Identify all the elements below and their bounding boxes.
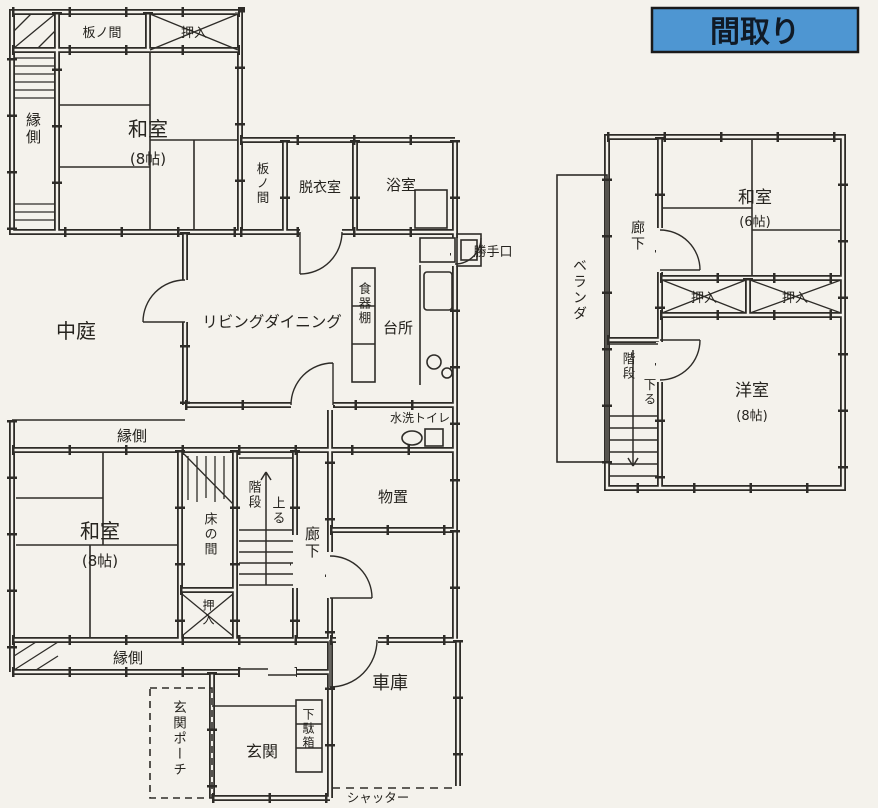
label-shutter: シャッター [347,790,410,805]
label-monooki: 物置 [378,488,408,506]
label-washitsu2: 和室 [80,519,120,543]
label-shako: 車庫 [372,673,408,694]
label-rouka-1f: 廊下 [303,526,321,560]
label-genkan: 玄関 [246,742,278,761]
label-kaidan-1f-dir: 上る [270,496,286,526]
label-engawa-mid: 縁側 [117,427,147,445]
label-rouka-2f: 廊下 [629,219,645,252]
label-living-dining: リビングダイニング [202,313,342,331]
label-kaidan-1f: 階段 [246,480,262,510]
label-tokonoma: 床の間 [202,512,218,557]
label-oshiire-top: 押入 [181,26,207,41]
back-door-step [456,233,482,267]
burner-icon [441,367,453,379]
balcony-outline [556,174,608,463]
label-oshiire-2f-right: 押入 [782,291,808,306]
label-itanoma-top: 板ノ間 [82,26,121,41]
label-genkan-porch: 玄関ポーチ [170,699,187,778]
fixtures [12,174,608,773]
cupboard [351,267,376,383]
stairs-1f [239,457,293,586]
label-nakaniwa: 中庭 [56,319,96,343]
label-veranda: ベランダ [571,258,587,322]
kitchen-sink [423,271,453,311]
label-kaidan-2f: 階段 [621,351,636,381]
label-shokkidana: 食器棚 [357,281,372,326]
label-toilet: 水洗トイレ [390,411,450,425]
title-box: 間取り [650,6,860,54]
label-oshiire-2f-left: 押入 [691,291,717,306]
dashed-lines [149,687,456,799]
burner-icon [426,354,442,370]
stairs-2f [609,343,658,477]
closet-symbols [13,13,842,671]
title-background [650,6,860,54]
label-washitsu1-size: (8帖) [130,150,166,168]
tatami-grid [16,52,841,638]
label-washitsu1: 和室 [128,117,168,141]
label-yokushitsu: 浴室 [386,176,416,194]
label-youshitsu-size: (8帖) [736,409,767,424]
title-text: 間取り [710,15,800,50]
label-datsuishitsu: 脱衣室 [299,179,341,196]
label-engawa-left: 縁側 [24,112,42,146]
label-youshitsu: 洋室 [735,381,769,401]
floor2-labels: ベランダ 廊下 和室 (6帖) 押入 押入 階段 下る 洋室 (8帖) [571,188,808,424]
shoe-cabinet [295,699,323,773]
bathtub [414,189,448,229]
stairs-up-arrow [260,471,272,585]
toilet-bowl-icon [401,430,423,446]
label-itanoma-side: 板ノ間 [255,162,270,206]
porch-outline [149,687,213,799]
label-daidokoro: 台所 [383,319,413,337]
kitchen-cabinet [419,237,456,263]
floor1-labels: 縁側 板ノ間 押入 和室 (8帖) 板ノ間 脱衣室 浴室 勝手口 中庭 リビング… [24,26,513,805]
label-washitsu2-size: (8帖) [82,552,118,570]
label-kaidan-2f-dir: 下る [642,378,657,407]
label-getabako: 下駄箱 [301,708,315,750]
label-engawa-bottom: 縁側 [113,649,143,667]
entry-sliding-door [240,668,296,676]
toilet-tank-icon [424,428,444,447]
door-arcs [142,229,701,688]
label-oshiire-1f: 押入 [201,599,215,627]
label-washitsu-2f-size: (6帖) [739,215,770,230]
stairs-down-arrow [627,350,639,467]
label-katteguchi: 勝手口 [473,245,512,260]
label-washitsu-2f: 和室 [738,188,772,208]
